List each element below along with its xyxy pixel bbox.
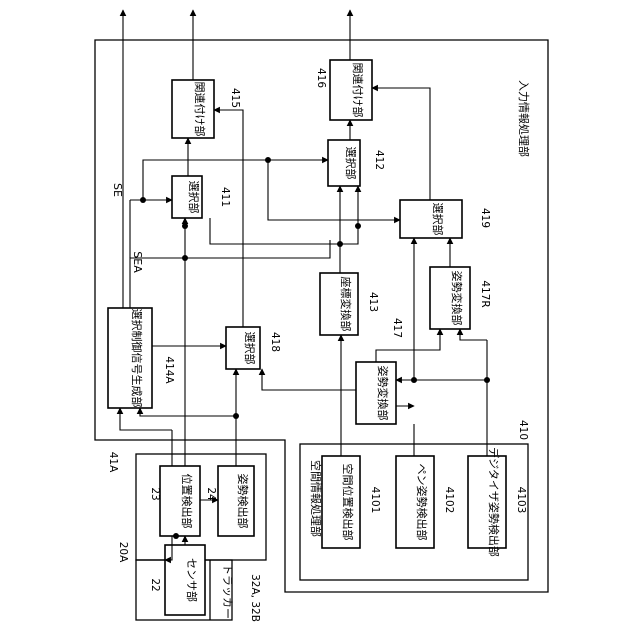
selector-411-label: 選択部: [187, 181, 201, 214]
associator-415-block: [172, 80, 214, 138]
selector-419-label: 選択部: [431, 203, 445, 236]
ref-associator-415: 415: [229, 88, 241, 108]
posture-converter-417-label: 姿勢変換部: [376, 366, 390, 421]
selector-418-label: 選択部: [243, 332, 257, 365]
ref-posture-converter-417: 417: [391, 318, 403, 338]
selector-419-block: [400, 200, 462, 238]
spatial-pos-detector-label: 空間位置検出部: [341, 464, 355, 541]
main-frame-title: 入力情報処理部: [517, 80, 531, 157]
ref-selection-signal-gen: 414A: [163, 356, 175, 384]
tracker-label: トラッカー: [221, 564, 234, 619]
ref-selector-412: 412: [373, 150, 385, 170]
ref-associator-416: 416: [315, 68, 327, 88]
associator-416-block: [330, 60, 372, 120]
ref-selector-411: 411: [219, 187, 231, 207]
signal-sea-label: SEA: [131, 251, 144, 273]
coord-converter-label: 座標変換部: [339, 277, 353, 332]
signal-se-label: SE: [111, 183, 124, 197]
ref-selector-419: 419: [479, 208, 491, 228]
posture-detector-label: 姿勢検出部: [236, 474, 250, 529]
selector-412-label: 選択部: [344, 147, 358, 180]
ref-position-detector: 23: [149, 487, 161, 500]
position-detector-label: 位置検出部: [180, 474, 194, 529]
pen-posture-detector-label: ペン姿勢検出部: [415, 464, 429, 541]
posture-converter-417-block: [356, 362, 396, 424]
ref-spatial-frame: 410: [517, 420, 529, 440]
sensor-block: [165, 545, 205, 615]
position-detector-block: [160, 466, 200, 536]
posture-converter-417r-block: [430, 267, 470, 329]
ref-sensor-group: 20A: [117, 542, 129, 563]
ref-tracker: 32A, 32B: [249, 574, 261, 622]
posture-converter-417r-label: 姿勢変換部: [450, 271, 464, 326]
ref-pen-posture-detector: 4102: [443, 487, 455, 514]
ref-digitizer-posture-detector: 4103: [515, 487, 527, 514]
selection-signal-gen-block: [108, 308, 152, 408]
selection-signal-gen-label: 選択制御信号生成部: [130, 309, 144, 408]
ref-spatial-pos-detector: 4101: [369, 487, 381, 514]
spatial-frame-title: 空間情報処理部: [309, 460, 323, 537]
associator-416-label: 関連付け部: [351, 63, 365, 118]
sensor-label: センサ部: [185, 558, 199, 602]
ref-coord-converter: 413: [367, 292, 379, 312]
ref-posture-detector: 24: [205, 487, 217, 501]
ref-main-frame: 41A: [107, 452, 119, 473]
digitizer-posture-detector-label: デジタイザ姿勢検出部: [487, 447, 501, 557]
ref-selector-418: 418: [269, 332, 281, 352]
associator-415-label: 関連付け部: [193, 82, 207, 137]
ref-posture-converter-417r: 417R: [479, 280, 491, 307]
ref-sensor: 22: [149, 578, 161, 591]
